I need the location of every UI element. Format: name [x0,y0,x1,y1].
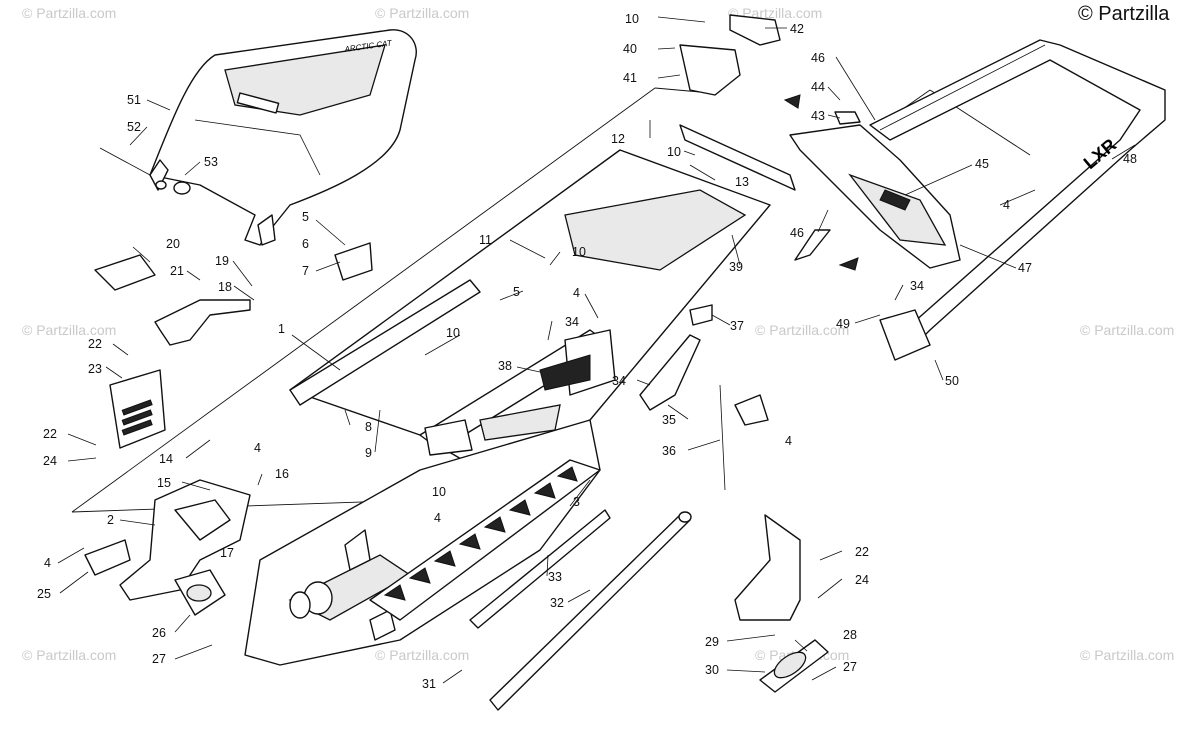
callout-23: 23 [88,362,102,376]
callout-51: 51 [127,93,141,107]
callout-8: 8 [365,420,372,434]
watermark: © Partzilla.com [1080,647,1174,663]
tunnel [244,149,771,666]
front-bracket [119,479,251,601]
callout-1: 1 [278,322,285,336]
watermarks: © Partzilla.com © Partzilla.com © Partzi… [22,5,1174,663]
callout-13: 13 [735,175,749,189]
callout-43: 43 [811,109,825,123]
callout-34: 34 [910,279,924,293]
callout-44: 44 [811,80,825,94]
watermark: © Partzilla.com [22,322,116,338]
callout-50: 50 [945,374,959,388]
callout-10: 10 [432,485,446,499]
callout-22: 22 [855,545,869,559]
callout-26: 26 [152,626,166,640]
callout-45: 45 [975,157,989,171]
copyright-label: © Partzilla [1078,3,1170,25]
callout-46: 46 [811,51,825,65]
callout-34: 34 [612,374,626,388]
callout-9: 9 [365,446,372,460]
callout-29: 29 [705,635,719,649]
callout-24: 24 [43,454,57,468]
callout-12: 12 [611,132,625,146]
callout-4: 4 [785,434,792,448]
callout-49: 49 [836,317,850,331]
callout-35: 35 [662,413,676,427]
callout-34: 34 [565,315,579,329]
callout-24: 24 [855,573,869,587]
watermark: © Partzilla.com [375,5,469,21]
callout-47: 47 [1018,261,1032,275]
callout-5: 5 [302,210,309,224]
callout-52: 52 [127,120,141,134]
rails [469,509,692,711]
watermark: © Partzilla.com [1080,322,1174,338]
callout-42: 42 [790,22,804,36]
callout-38: 38 [498,359,512,373]
callouts: 1 2 3 4 4 4 4 4 4 5 5 6 7 8 9 10 10 10 1… [37,12,1137,691]
callout-18: 18 [218,280,232,294]
callout-36: 36 [662,444,676,458]
watermark: © Partzilla.com [22,647,116,663]
callout-10: 10 [572,245,586,259]
callout-48: 48 [1123,152,1137,166]
callout-27: 27 [152,652,166,666]
callout-4: 4 [254,441,261,455]
right-brackets [539,329,769,491]
callout-4: 4 [44,556,51,570]
callout-19: 19 [215,254,229,268]
callout-39: 39 [729,260,743,274]
watermark: © Partzilla.com [375,647,469,663]
callout-30: 30 [705,663,719,677]
callout-4: 4 [573,286,580,300]
callout-22: 22 [88,337,102,351]
running-board-vents [383,466,578,601]
callout-4: 4 [434,511,441,525]
callout-6: 6 [302,237,309,251]
leader-lines [57,16,1136,684]
callout-27: 27 [843,660,857,674]
callout-2: 2 [107,513,114,527]
rear-top-hardware [679,14,796,326]
callout-25: 25 [37,587,51,601]
callout-10: 10 [625,12,639,26]
callout-32: 32 [550,596,564,610]
callout-15: 15 [157,476,171,490]
callout-20: 20 [166,237,180,251]
callout-28: 28 [843,628,857,642]
callout-17: 17 [220,546,234,560]
callout-37: 37 [730,319,744,333]
callout-14: 14 [159,452,173,466]
left-hardware [84,242,373,616]
callout-31: 31 [422,677,436,691]
watermark: © Partzilla.com [22,5,116,21]
callout-10: 10 [667,145,681,159]
callout-21: 21 [170,264,184,278]
callout-4: 4 [1003,198,1010,212]
callout-46: 46 [790,226,804,240]
callout-41: 41 [623,71,637,85]
step-slots [121,399,153,436]
right-step-plate [734,514,829,693]
callout-10: 10 [446,326,460,340]
rear-flap [783,94,961,271]
callout-33: 33 [548,570,562,584]
callout-3: 3 [573,495,580,509]
callout-5: 5 [513,285,520,299]
watermark: © Partzilla.com [755,322,849,338]
callout-53: 53 [204,155,218,169]
callout-40: 40 [623,42,637,56]
callout-16: 16 [275,467,289,481]
callout-11: 11 [479,233,492,247]
seat: ARCTIC CAT [99,29,417,246]
callout-22: 22 [43,427,57,441]
callout-7: 7 [302,264,309,278]
